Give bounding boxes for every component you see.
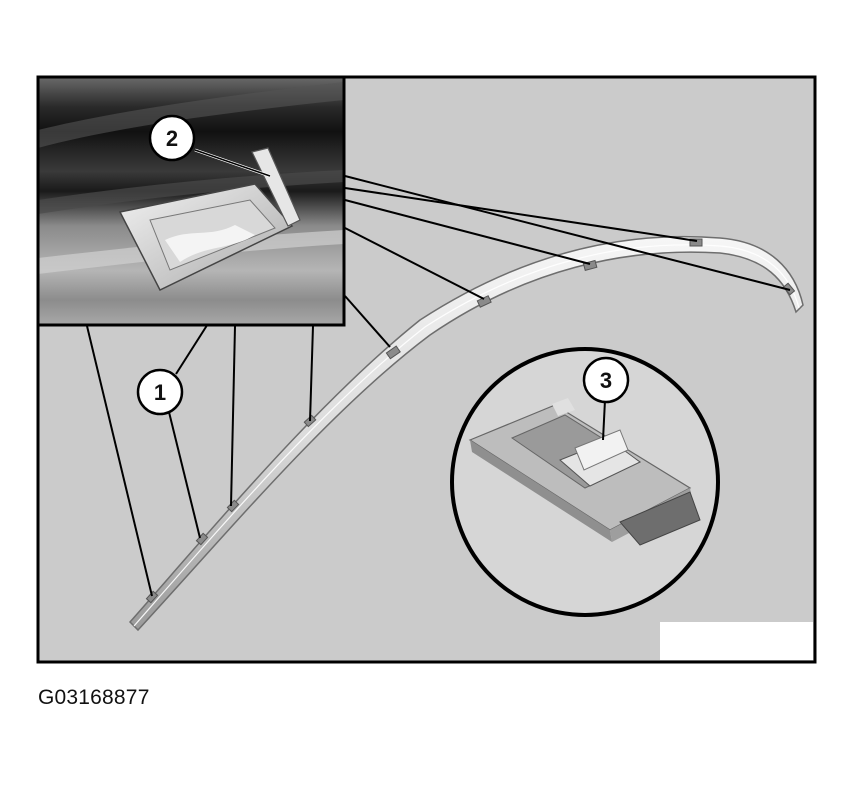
leader-line (344, 187, 698, 242)
rail-clip-marker (145, 590, 159, 604)
leader-line (344, 199, 591, 265)
callout-2-label: 2 (166, 126, 178, 151)
circle-inset (450, 347, 720, 617)
roof-rail (128, 235, 804, 632)
rail-clip-marker (385, 345, 401, 360)
blank-corner-patch (660, 622, 813, 660)
callout-3-label: 3 (600, 368, 612, 393)
rail-clip-marker (689, 238, 703, 247)
leader-lines (86, 175, 791, 597)
callout-1-label: 1 (154, 380, 166, 405)
leader-line (86, 325, 153, 597)
leader-line (309, 325, 314, 422)
callout-3: 3 (582, 356, 630, 404)
leader-line (230, 325, 236, 507)
leader-line (344, 227, 485, 300)
leader-line (344, 295, 391, 348)
callout-2: 2 (148, 114, 196, 162)
leader-line (194, 149, 271, 177)
figure-id-caption: G03168877 (38, 686, 150, 709)
callout-1: 1 (136, 368, 184, 416)
inset-closeup (36, 75, 346, 327)
leader-line (602, 399, 606, 441)
leader-line (344, 175, 791, 291)
leader-line (167, 407, 201, 539)
